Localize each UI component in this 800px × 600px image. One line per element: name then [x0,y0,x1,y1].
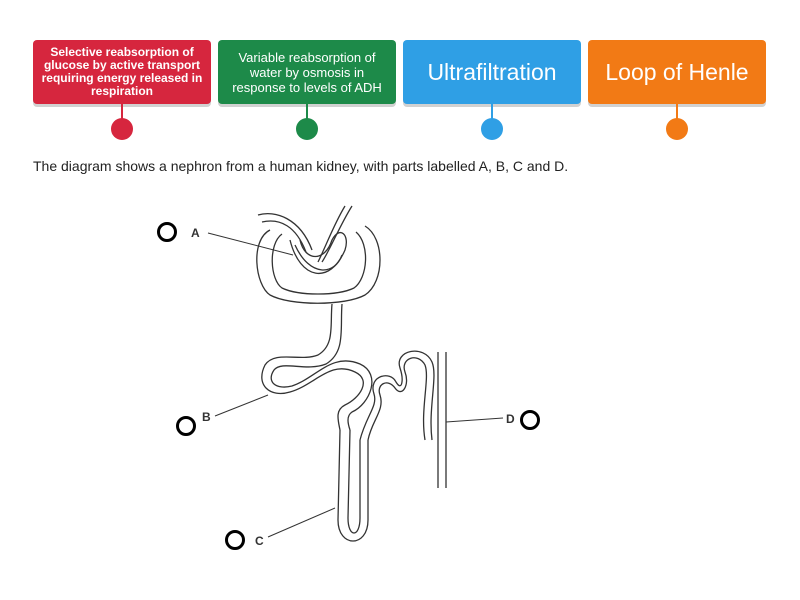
pin-dot[interactable] [481,118,503,140]
glomerulus [289,231,347,275]
arteriole-in [257,213,313,251]
drop-target-c[interactable] [225,530,245,550]
arteriole-out [321,205,353,263]
bowmans-capsule-outer [256,225,381,304]
bowmans-capsule-inner [271,231,367,295]
tile-ultrafiltration[interactable]: Ultrafiltration [403,40,581,104]
distal-tubule [367,357,428,441]
tile-variable-reabsorption[interactable]: Variable reabsorption of water by osmosi… [218,40,396,104]
drop-target-a[interactable] [157,222,177,242]
drop-target-b[interactable] [176,416,196,436]
pin-dot[interactable] [111,118,133,140]
tile-label: Selective reabsorption of glucose by act… [41,45,203,98]
pin-stem [121,104,123,124]
label-d: D [506,412,515,426]
pin-stem [491,104,493,124]
diagram-caption: The diagram shows a nephron from a human… [33,158,569,174]
label-c: C [255,534,264,548]
pin-dot[interactable] [666,118,688,140]
drop-target-d[interactable] [520,410,540,430]
tile-label: Ultrafiltration [427,59,557,85]
tile-label: Variable reabsorption of water by osmosi… [232,49,382,95]
pin-stem [306,104,308,124]
tile-label: Loop of Henle [605,59,749,85]
proximal-tubule [261,303,364,431]
label-a: A [191,226,200,240]
tile-loop-of-henle[interactable]: Loop of Henle [588,40,766,104]
label-b: B [202,410,211,424]
pin-stem [676,104,678,124]
pin-dot[interactable] [296,118,318,140]
tile-selective-reabsorption[interactable]: Selective reabsorption of glucose by act… [33,40,211,104]
loop-of-henle [337,429,369,542]
